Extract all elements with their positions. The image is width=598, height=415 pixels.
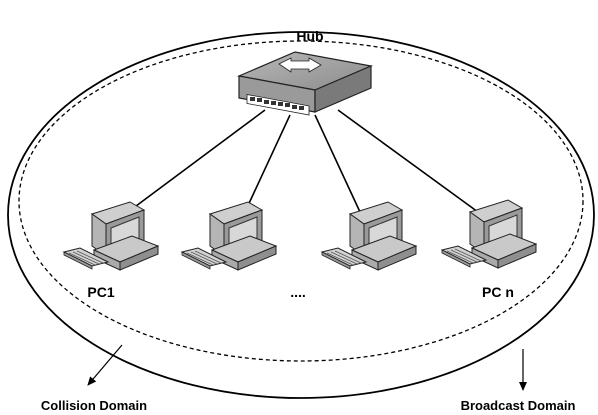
collision-domain-label: Collision Domain <box>41 398 147 413</box>
link-pcn <box>337 109 479 213</box>
hub-label: Hub <box>296 28 323 44</box>
pc-3-icon <box>321 201 417 271</box>
link-pc1 <box>127 109 266 213</box>
hub-arrow-icon <box>278 57 322 73</box>
hub-icon <box>236 51 374 116</box>
collision-domain-arrow <box>87 344 123 386</box>
hub-ports <box>250 97 304 110</box>
pc-2-icon <box>181 201 277 271</box>
link-pc2 <box>244 114 291 213</box>
pc-1-label: PC1 <box>87 284 114 300</box>
links <box>127 109 479 213</box>
pc-1-icon <box>63 201 159 271</box>
broadcast-domain-label: Broadcast Domain <box>461 398 576 413</box>
collision-domain-ellipse <box>18 40 584 362</box>
pc-n-icon <box>441 199 537 269</box>
pc-n-label: PC n <box>482 284 514 300</box>
pc-ellipsis: .... <box>290 284 306 300</box>
broadcast-domain-ellipse <box>7 31 595 399</box>
link-pc3 <box>314 114 361 213</box>
